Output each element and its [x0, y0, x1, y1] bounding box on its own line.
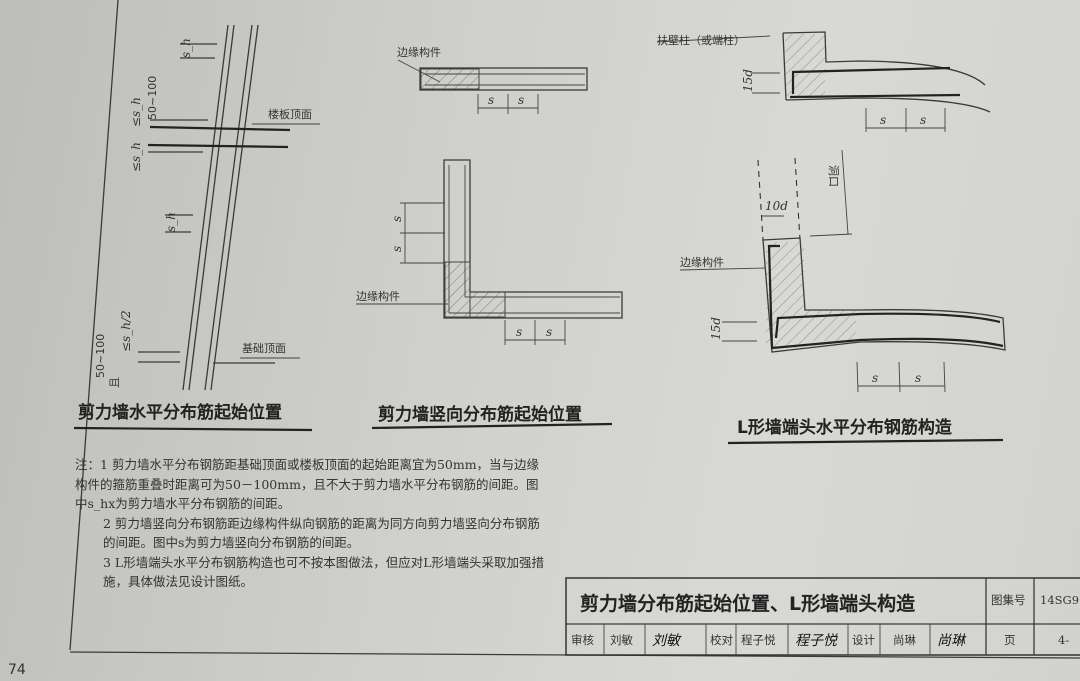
dim-s-h-mid: s_h: [164, 212, 178, 232]
dim-and: 且: [108, 377, 121, 388]
notes-prefix: 注：: [75, 457, 101, 472]
dim-range-floor: 50~100: [146, 76, 159, 120]
designer-name: 尚琳: [893, 633, 916, 647]
dim-15d-top: 15d: [741, 69, 755, 92]
note-item-3: 3 L形墙端头水平分布钢筋构造也可不按本图做法，但应对L形墙端头采取加强措施，具…: [103, 554, 545, 590]
dim-s: s: [518, 93, 524, 107]
caption-fig2: 剪力墙竖向分布筋起始位置: [378, 404, 582, 425]
dim-s-h-half: ≤s_h/2: [119, 310, 133, 352]
checker-signature: 程子悦: [795, 633, 839, 649]
checker-name: 程子悦: [741, 633, 776, 647]
label-edge-member: 边缘构件: [680, 255, 724, 269]
dim-s-h-top: s_h: [179, 38, 193, 58]
dim-s-h-le-below: ≤s_h: [129, 142, 143, 172]
sheet-page-number: 4-: [1058, 633, 1069, 647]
reviewer-signature: 刘敏: [652, 633, 682, 649]
dim-s: s: [880, 113, 886, 127]
reviewer-name: 刘敏: [610, 633, 633, 647]
figure-wall-horizontal-start: 楼板顶面 基础顶面 s_h s_h 50~100 ≤s_h ≤s_h ≤s_h/…: [73, 24, 320, 432]
dim-s: s: [516, 325, 522, 339]
notes: 注：1 剪力墙水平分布钢筋距基础顶面或楼板顶面的起始距离宜为50mm，当与边缘构…: [75, 455, 545, 592]
label-floor-top: 楼板顶面: [268, 107, 312, 121]
caption-fig1: 剪力墙水平分布筋起始位置: [78, 402, 282, 423]
label-edge-member-top: 边缘构件: [397, 45, 441, 59]
design-label: 设计: [852, 633, 875, 647]
label-opening: 洞口: [827, 165, 840, 187]
dim-s: s: [915, 371, 921, 385]
page-label: 页: [1004, 633, 1016, 647]
dim-s: s: [390, 216, 404, 222]
dim-s-h-le-above: ≤s_h: [129, 97, 143, 127]
label-foundation-top: 基础顶面: [242, 342, 286, 355]
caption-fig3: L形墙端头水平分布钢筋构造: [737, 417, 953, 438]
dim-10d: 10d: [765, 199, 788, 213]
atlas-number: 14SG9…: [1040, 593, 1080, 607]
review-label: 审核: [571, 633, 594, 647]
title-block: 剪力墙分布筋起始位置、L形墙端头构造 图集号 14SG9… 审核 刘敏 刘敏 校…: [565, 577, 1080, 656]
figure-wall-vertical-start: 边缘构件 s s s s 边缘构件 s s 剪力墙竖向分布筋起始位置: [356, 45, 623, 430]
dim-s: s: [872, 371, 878, 385]
note-item-1: 1 剪力墙水平分布钢筋距基础顶面或楼板顶面的起始距离宜为50mm，当与边缘构件的…: [75, 457, 540, 511]
label-buttress: 扶壁柱（或端柱）: [657, 33, 745, 47]
dim-15d: 15d: [709, 317, 723, 340]
atlas-label: 图集号: [991, 593, 1026, 607]
dim-s: s: [488, 93, 494, 107]
check-label: 校对: [710, 633, 733, 647]
designer-signature: 尚琳: [937, 633, 967, 649]
page-number: 74: [8, 662, 26, 678]
dim-range-foundation: 50~100: [94, 334, 107, 378]
dim-s: s: [546, 325, 552, 339]
note-item-2: 2 剪力墙竖向分布钢筋距边缘构件纵向钢筋的距离为同方向剪力墙竖向分布钢筋的间距。…: [103, 515, 540, 551]
label-edge-member: 边缘构件: [356, 289, 400, 303]
figure-l-wall-end: 扶壁柱（或端柱） 15d s s 洞口 10d 边缘构件 15d s s L形墙…: [656, 31, 1006, 445]
dim-s: s: [920, 113, 926, 127]
dim-s: s: [390, 246, 404, 252]
sheet-title: 剪力墙分布筋起始位置、L形墙端头构造: [580, 592, 916, 615]
